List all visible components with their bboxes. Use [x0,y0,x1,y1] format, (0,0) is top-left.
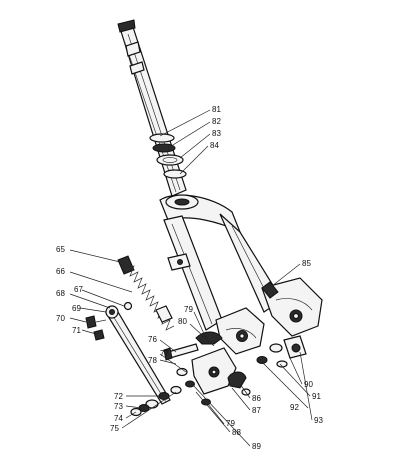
fork-leg-left [163,215,223,331]
callout-88: 88 [232,428,241,437]
callout-92: 92 [290,403,299,412]
callout-68: 68 [56,289,65,298]
bolt-70 [85,315,107,329]
callout-75: 75 [110,424,119,433]
callout-65: 65 [56,245,65,254]
washer-80 [195,331,223,345]
nut-71 [93,329,105,341]
pivot-block [191,347,237,395]
rod-end-upper [105,301,133,319]
callout-labels: 65 66 67 68 69 70 71 72 73 74 75 76 77 7… [56,105,323,451]
callout-79-upper: 79 [184,305,193,314]
upper-bearing-stack [149,133,187,179]
fork-bracket [167,253,191,271]
callout-87: 87 [252,406,261,415]
callout-77: 77 [160,349,169,358]
callout-89: 89 [252,442,261,451]
callout-91: 91 [312,392,321,401]
callout-66: 66 [56,267,65,276]
callout-70: 70 [56,314,65,323]
suspension-unit-left [215,307,265,355]
washers-center [170,367,211,406]
callout-86: 86 [252,394,261,403]
callout-81: 81 [212,105,221,114]
callout-80: 80 [178,317,187,326]
callout-84: 84 [210,141,219,150]
callout-78: 78 [148,356,157,365]
callout-83: 83 [212,129,221,138]
damper-rod [107,311,171,405]
leader-lines [69,109,313,447]
callout-76: 76 [148,335,157,344]
callout-74: 74 [114,414,123,423]
callout-67: 67 [74,285,83,294]
callout-69: 69 [72,304,81,313]
suspension-unit-right [261,277,323,337]
callout-71: 71 [72,326,81,335]
damper-spring [117,255,175,331]
callout-90: 90 [304,380,313,389]
callout-93: 93 [314,416,323,425]
callout-85: 85 [302,259,311,268]
lower-hardware [256,335,307,368]
callout-73: 73 [114,402,123,411]
callout-82: 82 [212,117,221,126]
cap-86 [227,371,251,396]
pivot-bolt [163,343,199,361]
steering-stem [117,19,187,197]
callout-72: 72 [114,392,123,401]
callout-79-lower: 79 [226,419,235,428]
fork-crown [159,194,242,234]
